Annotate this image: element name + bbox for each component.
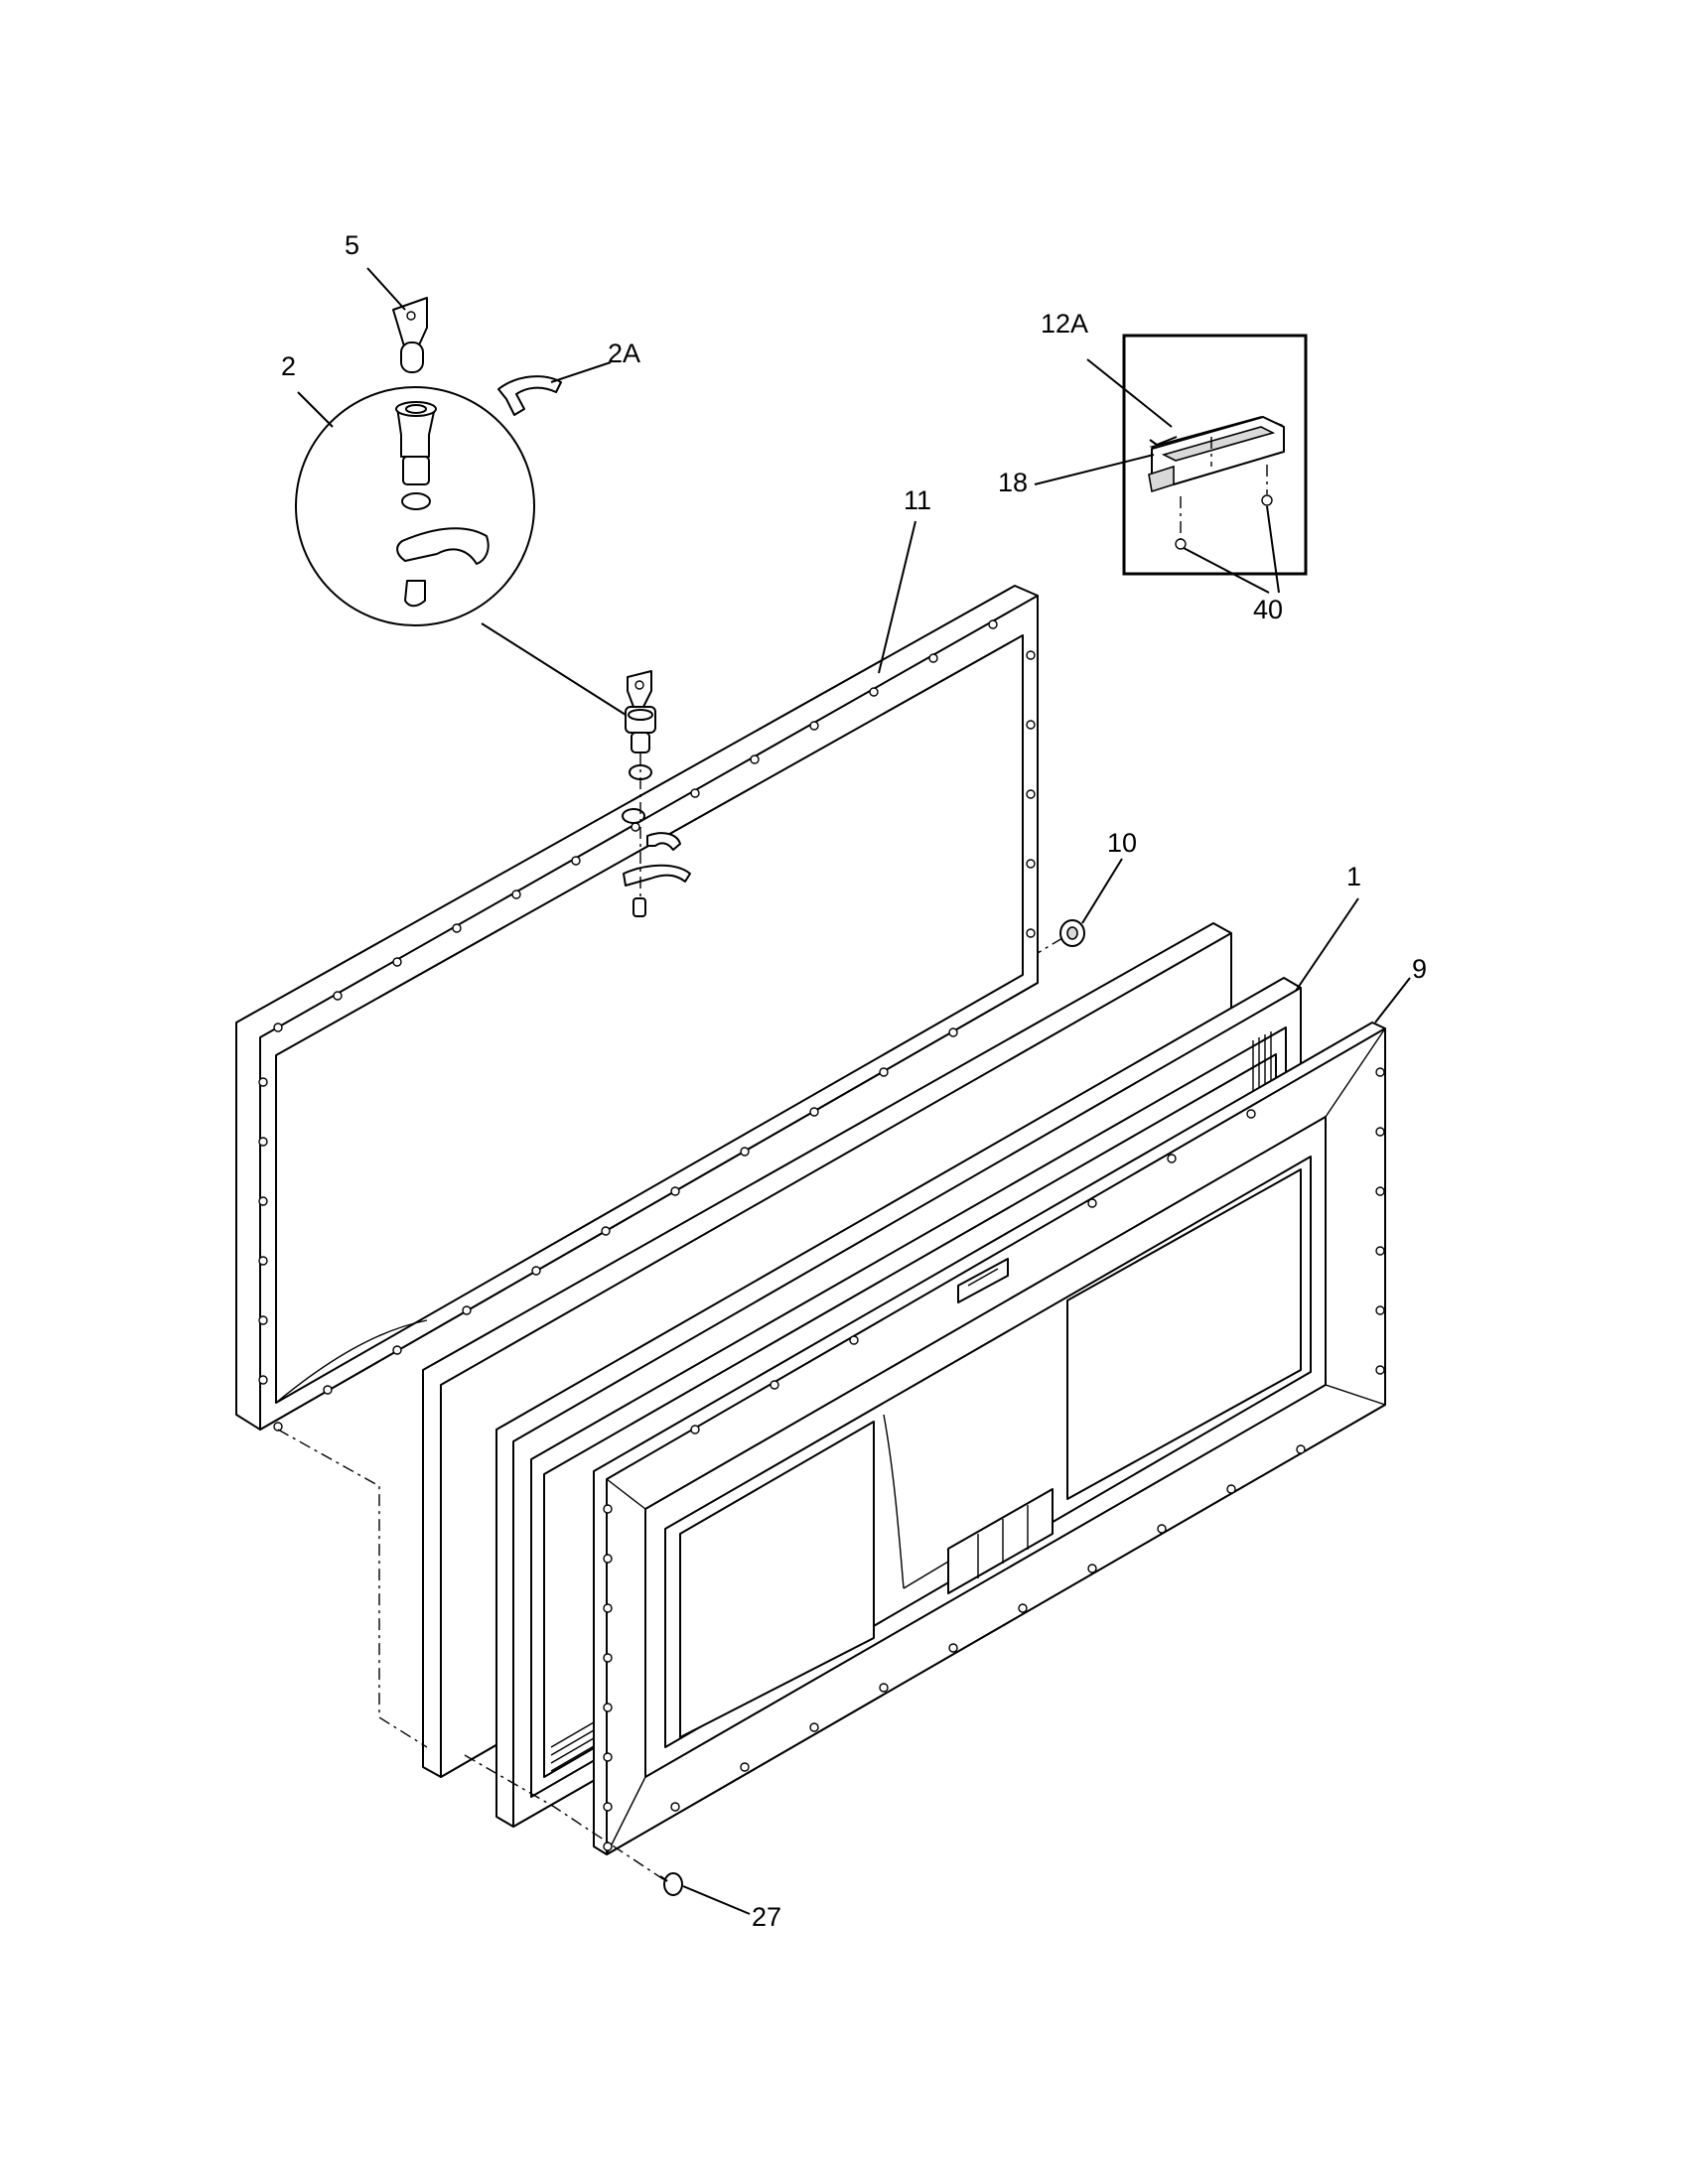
door-gasket-frame xyxy=(235,585,1039,1432)
lock-parts-on-frame xyxy=(622,670,691,917)
screw-part xyxy=(659,1872,683,1896)
handle-inset-box xyxy=(1122,334,1308,576)
callout-5: 5 xyxy=(345,230,359,260)
callout-labels: 5 2 2A 11 12A 18 40 10 1 9 27 xyxy=(281,230,1427,1932)
leader-lines xyxy=(277,267,1411,1915)
key-part xyxy=(392,297,428,373)
callout-27: 27 xyxy=(752,1902,781,1932)
callout-2a: 2A xyxy=(608,339,640,368)
callout-11: 11 xyxy=(904,485,931,515)
outer-door-panel xyxy=(593,1022,1386,1855)
callout-2: 2 xyxy=(281,351,296,381)
callout-18: 18 xyxy=(998,468,1028,497)
callout-12a: 12A xyxy=(1041,309,1088,339)
callout-10: 10 xyxy=(1107,828,1137,858)
callout-40: 40 xyxy=(1253,595,1283,624)
callout-9: 9 xyxy=(1412,954,1427,984)
callout-1: 1 xyxy=(1346,862,1361,891)
clip-part xyxy=(497,375,562,416)
outer-panel-holes xyxy=(603,1067,1385,1851)
gasket-frame-holes xyxy=(258,619,1036,1432)
lock-assembly-detail xyxy=(295,386,535,626)
bumper-part xyxy=(1059,919,1085,947)
